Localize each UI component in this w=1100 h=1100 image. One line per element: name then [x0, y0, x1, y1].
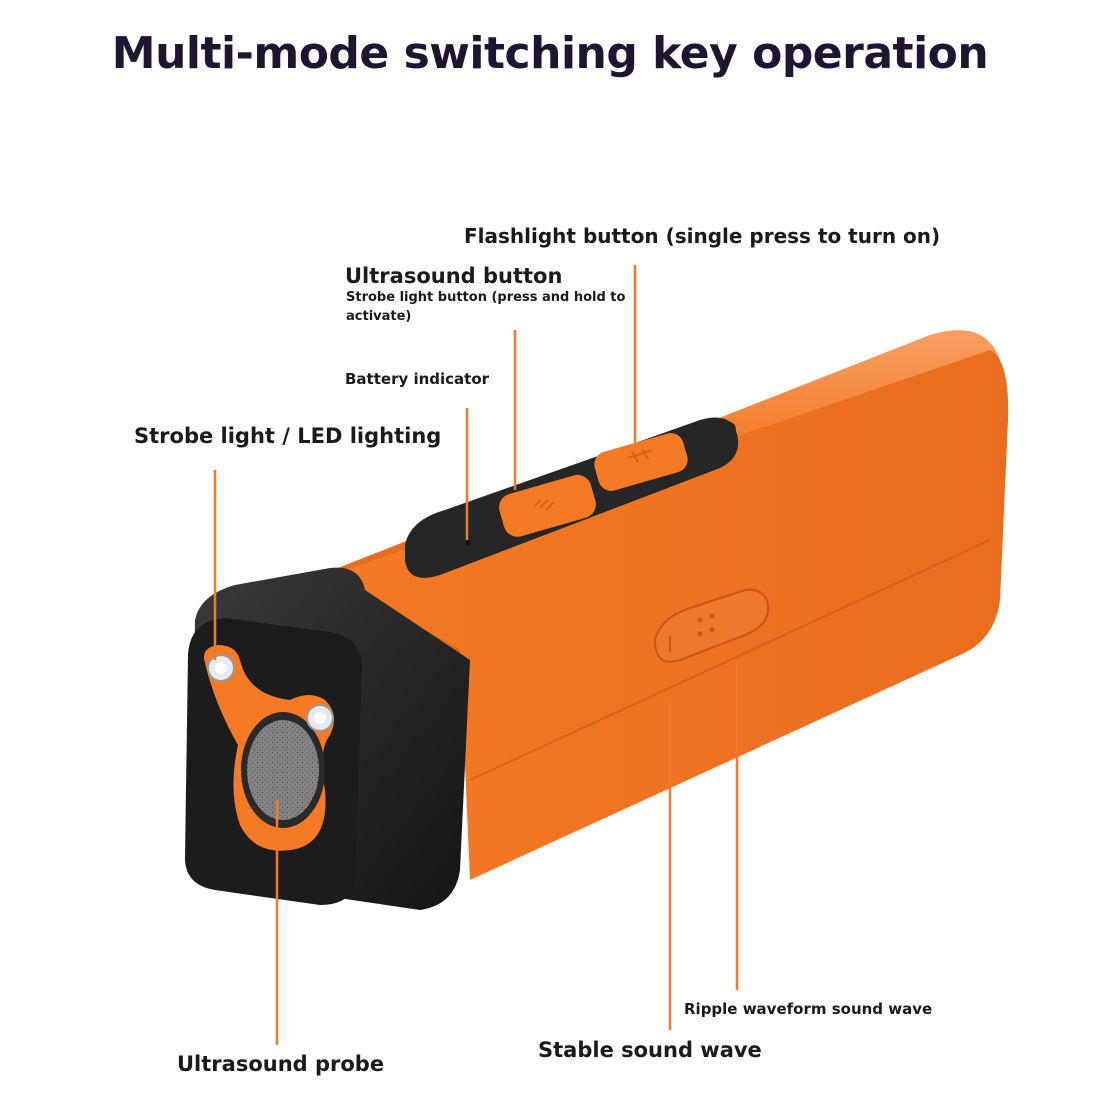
page-title: Multi-mode switching key operation — [111, 28, 989, 79]
device-body-side — [330, 350, 1009, 880]
flashlight-button — [594, 433, 688, 491]
leader-lines — [213, 265, 739, 1045]
ripple-wave-label: Ripple waveform sound wave — [684, 1000, 933, 1018]
flashlight-icon — [627, 448, 653, 463]
strobe-led-label: Strobe light / LED lighting — [134, 424, 442, 448]
slide-switch — [653, 588, 770, 663]
battery-indicator-led — [465, 540, 471, 546]
ultrasound-button-label: Ultrasound button — [345, 264, 563, 288]
flashlight-button-label: Flashlight button (single press to turn … — [464, 224, 941, 248]
stable-wave-label: Stable sound wave — [538, 1038, 762, 1062]
ultrasound-button — [499, 474, 596, 537]
ultrasound-icon — [534, 499, 555, 511]
battery-indicator-label: Battery indicator — [345, 370, 490, 388]
strobe-button-label: Strobe light button (press and hold to a… — [346, 290, 626, 324]
ultrasound-probe-label: Ultrasound probe — [177, 1052, 385, 1076]
